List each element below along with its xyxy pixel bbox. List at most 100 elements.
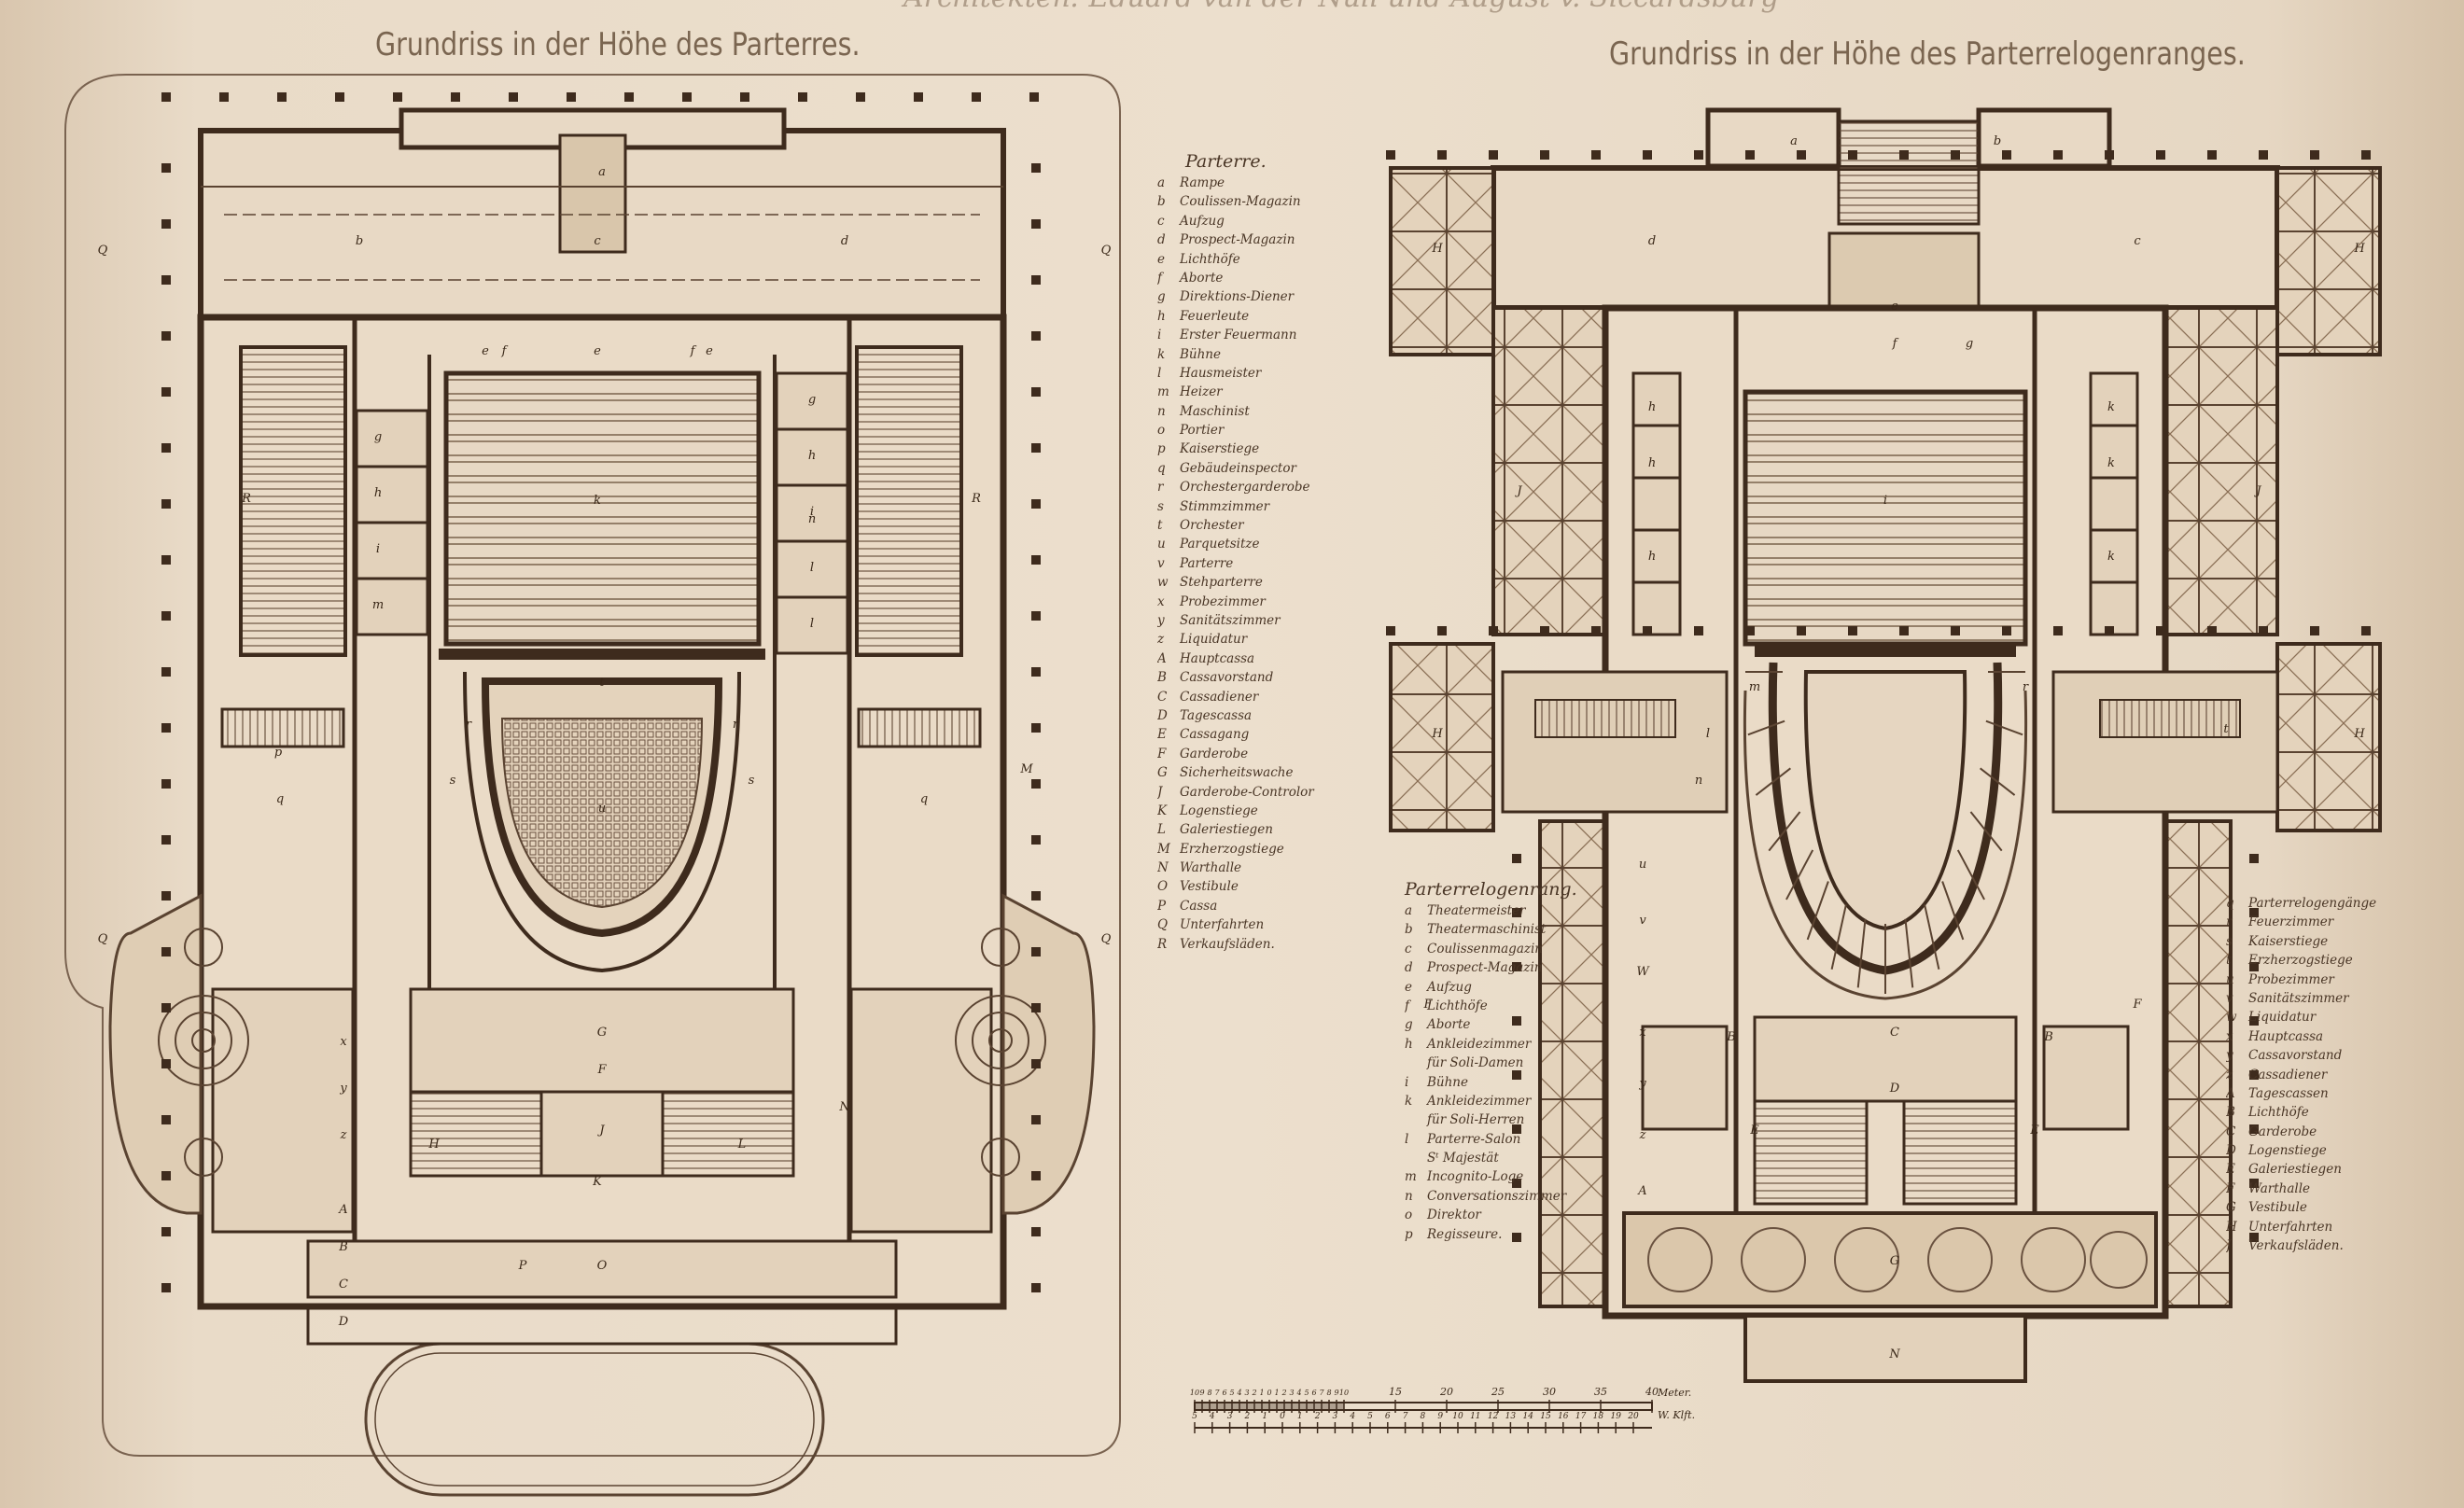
room-label: J (1514, 484, 1522, 498)
scale-meter-label: 7 (1319, 1389, 1324, 1397)
pier (219, 92, 229, 102)
pier (161, 163, 171, 173)
room-label: N (838, 1100, 850, 1114)
scale-meter-label: 40 (1645, 1386, 1659, 1398)
pier (161, 331, 171, 341)
pier (161, 1115, 171, 1124)
legend-label: Unterfahrten (1180, 917, 1265, 933)
pier (161, 1003, 171, 1012)
scale-meter-label: 25 (1491, 1386, 1505, 1398)
scale-klafter-label: 10 (1452, 1412, 1463, 1421)
pier (161, 219, 171, 229)
pier (1031, 1283, 1041, 1292)
legend-key: r (2226, 915, 2233, 930)
scale-meter-label: 6 (1222, 1389, 1226, 1397)
legend-label: Rampe (1180, 175, 1225, 190)
legend-label: Kaiserstiege (1180, 441, 1260, 457)
room-label: c (2134, 234, 2141, 248)
legend-key: f (1157, 270, 1162, 286)
room-label: d (1648, 234, 1656, 248)
scale-meter-label: 15 (1389, 1386, 1402, 1398)
legend-label: Cassa (1180, 898, 1218, 914)
room-label: k (2107, 400, 2115, 414)
room-label: M (1019, 762, 1033, 776)
room-label: R (971, 492, 981, 506)
room-label: b (356, 234, 363, 248)
pier (1031, 723, 1041, 733)
room-label: a (1790, 134, 1798, 148)
legend-label: Lichthöfe (2248, 1105, 2309, 1121)
pier (1512, 1070, 1521, 1080)
room-label: W (1636, 965, 1650, 979)
pier (1031, 163, 1041, 173)
room-label: x (340, 1035, 347, 1049)
legend-label: Hauptcassa (1180, 650, 1255, 666)
pier (2249, 962, 2259, 971)
room-label: i (376, 542, 380, 556)
legend-key: t (2226, 953, 2232, 969)
legend-label: Cassavorstand (2248, 1048, 2343, 1064)
pier (1797, 626, 1806, 635)
scale-klafter-label: 4 (1349, 1412, 1355, 1421)
room-label: r (466, 718, 472, 732)
pier (161, 1171, 171, 1180)
scale-klafter-label: 6 (1385, 1412, 1391, 1421)
pier (1512, 1233, 1521, 1242)
room-label: f (501, 344, 509, 358)
legend-key: J (2226, 1238, 2232, 1254)
legend-key: z (1157, 632, 1165, 648)
room-label: H (1431, 727, 1443, 741)
pier (2053, 626, 2063, 635)
loge-partition (1768, 811, 1801, 852)
room-label: r (2023, 680, 2029, 694)
legend-key: b (1157, 194, 1166, 210)
legend-label: Direktions-Diener (1180, 289, 1295, 305)
legend-label: Feuerleute (1180, 308, 1250, 324)
legend-label: Garderobe-Controlor (1180, 784, 1314, 800)
legend-key: r (1157, 480, 1164, 496)
room-label: u (1639, 858, 1646, 872)
scale-klafter-label: 19 (1610, 1412, 1621, 1421)
pier (1031, 1115, 1041, 1124)
pier (1029, 92, 1039, 102)
legend-key: e (1157, 251, 1165, 267)
pier (1031, 1059, 1041, 1068)
pier (161, 92, 171, 102)
pier (161, 947, 171, 956)
pier (509, 92, 518, 102)
scale-meter-label: 5 (1229, 1389, 1234, 1397)
scale-meter-label: 35 (1594, 1386, 1607, 1398)
legend-key: b (1405, 922, 1413, 938)
room-label: q (276, 792, 284, 806)
room-label: Q (98, 244, 108, 258)
room-label: n (1695, 774, 1702, 788)
legend-label: Heizer (1180, 384, 1223, 400)
legend-key: G (2226, 1200, 2236, 1216)
scale-meter-label: 5 (1304, 1389, 1309, 1397)
legend-label: Direktor (1427, 1208, 1481, 1223)
legend-label: Parquetsitze (1180, 537, 1260, 552)
legend-key: p (1157, 441, 1166, 457)
legend-key: A (1157, 650, 1167, 666)
pier (1848, 150, 1857, 160)
legend-label: Incognito-Loge (1427, 1169, 1524, 1185)
room-label: m (372, 598, 384, 612)
room-label: F (1422, 998, 1433, 1012)
loge-partition (1806, 881, 1829, 941)
pier (2207, 150, 2217, 160)
